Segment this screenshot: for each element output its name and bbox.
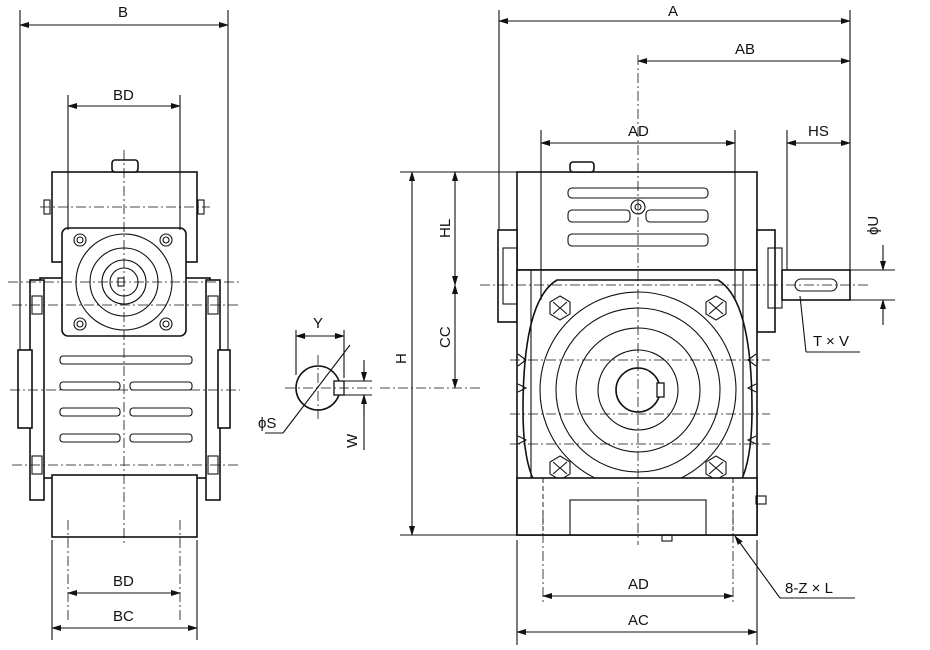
label-BD-top: BD xyxy=(113,87,134,104)
label-AD-top: AD xyxy=(628,123,649,140)
label-BD-bottom: BD xyxy=(113,573,134,590)
output-key xyxy=(656,382,665,398)
label-B: B xyxy=(118,4,128,21)
label-A: A xyxy=(668,3,678,20)
side-view-dimensions: B BD BD BC xyxy=(19,4,229,640)
label-HL: HL xyxy=(437,219,454,238)
label-CC: CC xyxy=(437,326,454,348)
side-view xyxy=(8,150,240,620)
front-view xyxy=(380,55,870,605)
label-phiU: ϕU xyxy=(865,216,882,235)
label-Y: Y xyxy=(313,315,323,332)
label-W: W xyxy=(344,433,361,448)
oil-plug xyxy=(569,161,595,173)
label-TxV: T × V xyxy=(813,333,849,350)
label-AB: AB xyxy=(735,41,755,58)
label-BC: BC xyxy=(113,608,134,625)
front-top-housing xyxy=(516,171,758,271)
label-AD-bottom: AD xyxy=(628,576,649,593)
left-shaft-stub xyxy=(17,349,33,429)
front-view-dimensions: A AB AD HS ϕU T × V H HL CC A xyxy=(393,3,895,645)
oil-plug xyxy=(111,159,139,173)
screw-icon xyxy=(517,353,757,445)
label-phiS: ϕS xyxy=(258,415,276,432)
right-shaft-stub xyxy=(217,349,231,429)
label-bolts: 8-Z × L xyxy=(785,580,833,597)
dim-phiS-leader xyxy=(282,344,351,434)
label-AC: AC xyxy=(628,612,649,629)
label-H: H xyxy=(393,353,410,364)
dim-bolts-leader xyxy=(734,535,781,599)
front-base xyxy=(516,477,758,536)
shaft-key-detail: Y ϕS W xyxy=(258,315,375,450)
screw-icon xyxy=(73,233,173,331)
label-HS: HS xyxy=(808,123,829,140)
side-base xyxy=(51,474,198,538)
input-flange-left xyxy=(497,229,518,323)
input-cooling-ribs xyxy=(567,187,709,247)
input-flange-right xyxy=(756,229,776,333)
dim-TxV-leader xyxy=(799,295,807,353)
